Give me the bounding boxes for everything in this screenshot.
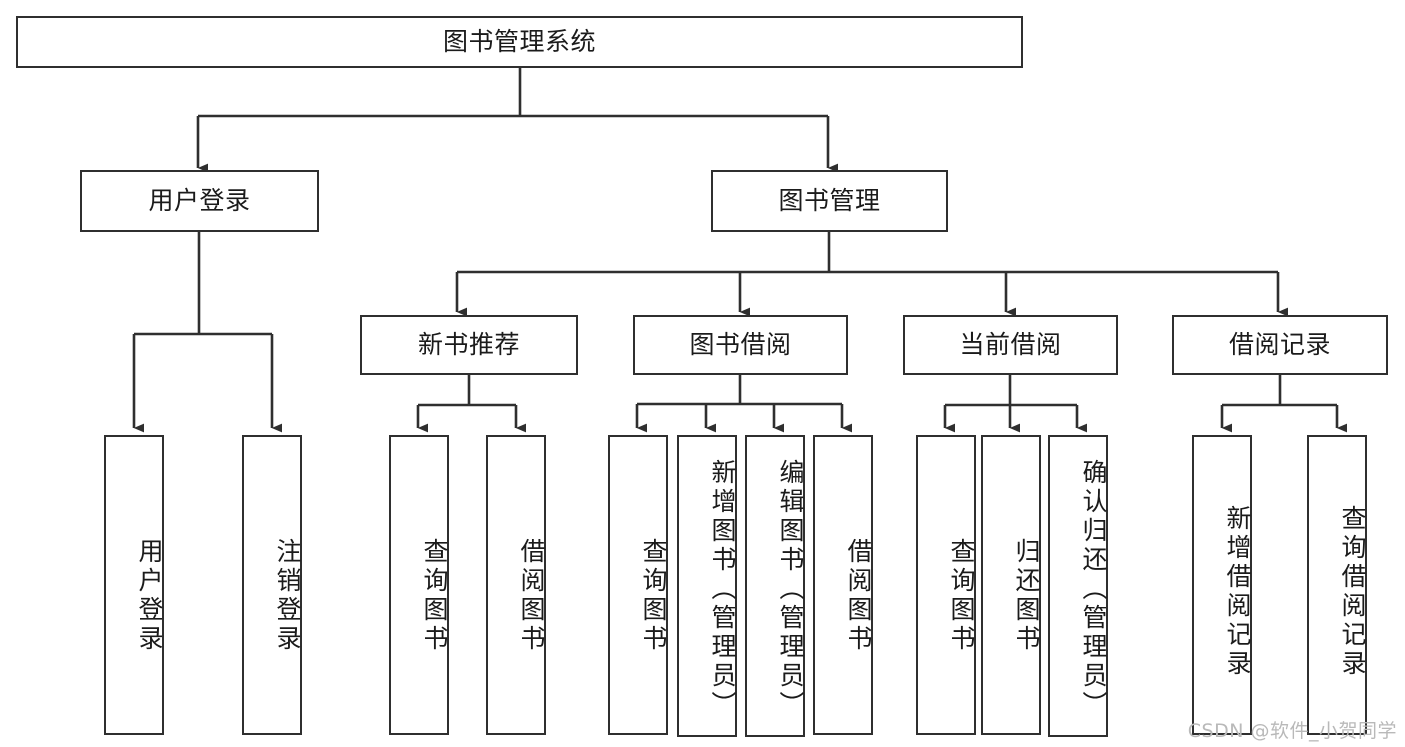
node-leaf-confirm-return[interactable]: 确认归还（管理员） [1048, 435, 1108, 737]
node-current-borrow-label: 当前借阅 [959, 330, 1062, 360]
node-borrow-record[interactable]: 借阅记录 [1172, 315, 1388, 375]
node-new-book-recommend[interactable]: 新书推荐 [360, 315, 578, 375]
node-leaf-query-book-1[interactable]: 查询图书 [389, 435, 449, 735]
node-leaf-edit-book[interactable]: 编辑图书（管理员） [745, 435, 805, 737]
node-new-book-recommend-label: 新书推荐 [417, 330, 520, 360]
node-leaf-add-record[interactable]: 新增借阅记录 [1192, 435, 1252, 735]
node-user-login-label: 用户登录 [148, 186, 251, 216]
node-leaf-query-book-2[interactable]: 查询图书 [608, 435, 668, 735]
node-borrow-record-label: 借阅记录 [1228, 330, 1331, 360]
node-book-management-label: 图书管理 [778, 186, 881, 216]
node-leaf-return-book[interactable]: 归还图书 [981, 435, 1041, 735]
node-leaf-query-book-3[interactable]: 查询图书 [916, 435, 976, 735]
node-leaf-logout-login-label: 注销登录 [273, 538, 302, 654]
node-book-management[interactable]: 图书管理 [711, 170, 948, 232]
node-leaf-user-login[interactable]: 用户登录 [104, 435, 164, 735]
node-leaf-query-record-label: 查询借阅记录 [1338, 505, 1367, 679]
node-leaf-return-book-label: 归还图书 [1012, 538, 1041, 654]
node-current-borrow[interactable]: 当前借阅 [903, 315, 1118, 375]
node-leaf-query-book-2-label: 查询图书 [639, 538, 668, 654]
node-root-label: 图书管理系统 [442, 27, 596, 57]
node-leaf-add-book-label: 新增图书（管理员） [708, 458, 737, 720]
node-leaf-add-record-label: 新增借阅记录 [1223, 505, 1252, 679]
node-leaf-borrow-book-1-label: 借阅图书 [517, 538, 546, 654]
node-leaf-borrow-book-2-label: 借阅图书 [844, 538, 873, 654]
node-leaf-query-book-3-label: 查询图书 [947, 538, 976, 654]
node-leaf-user-login-label: 用户登录 [135, 538, 164, 654]
node-leaf-logout-login[interactable]: 注销登录 [242, 435, 302, 735]
node-leaf-add-book[interactable]: 新增图书（管理员） [677, 435, 737, 737]
node-leaf-query-record[interactable]: 查询借阅记录 [1307, 435, 1367, 735]
node-user-login[interactable]: 用户登录 [80, 170, 319, 232]
node-book-borrow-label: 图书借阅 [689, 330, 792, 360]
node-leaf-edit-book-label: 编辑图书（管理员） [776, 458, 805, 720]
node-book-borrow[interactable]: 图书借阅 [633, 315, 848, 375]
node-leaf-query-book-1-label: 查询图书 [420, 538, 449, 654]
node-leaf-confirm-return-label: 确认归还（管理员） [1079, 458, 1108, 720]
node-leaf-borrow-book-2[interactable]: 借阅图书 [813, 435, 873, 735]
node-root[interactable]: 图书管理系统 [16, 16, 1023, 68]
node-leaf-borrow-book-1[interactable]: 借阅图书 [486, 435, 546, 735]
